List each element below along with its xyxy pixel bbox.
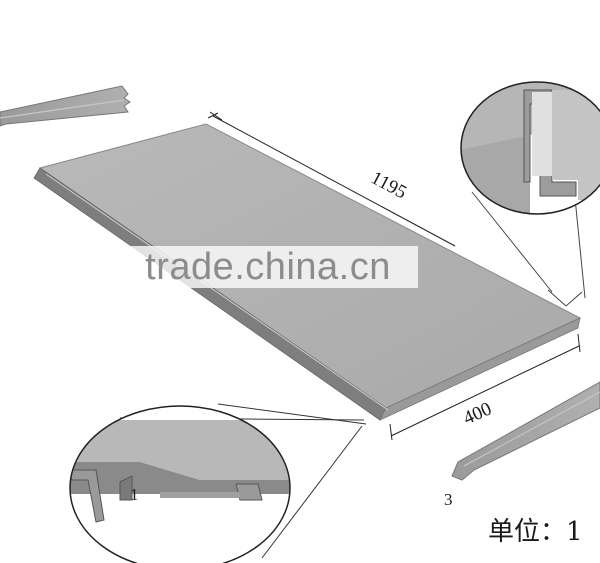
callout-label-3: 3 xyxy=(444,490,453,509)
callout-label-1: 1 xyxy=(130,485,139,504)
watermark: trade.china.cn xyxy=(118,246,418,288)
detail-callout-bottom-left: 1 xyxy=(69,403,367,563)
bracket-arm-top-left xyxy=(0,85,131,127)
unit-label: 单位：1 xyxy=(488,517,583,547)
dimension-width-label: 400 xyxy=(460,398,495,429)
detail-callout-top-right xyxy=(460,81,600,307)
bracket-arm-bottom-right: 3 xyxy=(444,381,600,509)
dimension-length-label: 1195 xyxy=(367,167,410,203)
